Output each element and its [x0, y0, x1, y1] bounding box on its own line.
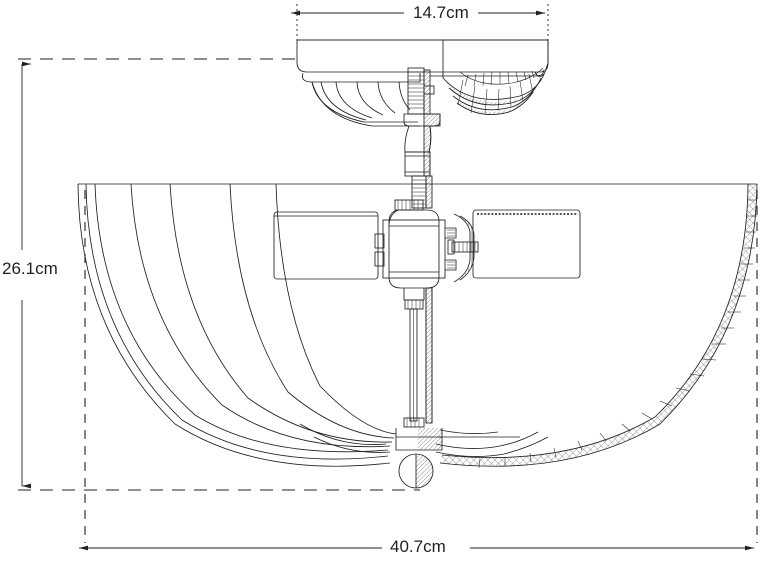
socket-housing [374, 199, 479, 428]
lamp-tube-right [472, 209, 581, 279]
bottom-dimension-extensions [84, 190, 758, 543]
dimension-label-fixture-height: 26.1cm [2, 259, 58, 278]
center-stem [403, 67, 441, 209]
bowl-shade [77, 183, 758, 469]
ceiling-canopy [296, 39, 549, 127]
top-dimension-extensions [296, 4, 549, 42]
bottom-finial [395, 428, 443, 489]
dimension-label-shade-width: 40.7cm [390, 537, 446, 556]
lamp-tube-left [273, 211, 379, 280]
dimension-label-canopy-width: 14.7cm [413, 3, 469, 22]
dimension-lines [18, 4, 758, 551]
